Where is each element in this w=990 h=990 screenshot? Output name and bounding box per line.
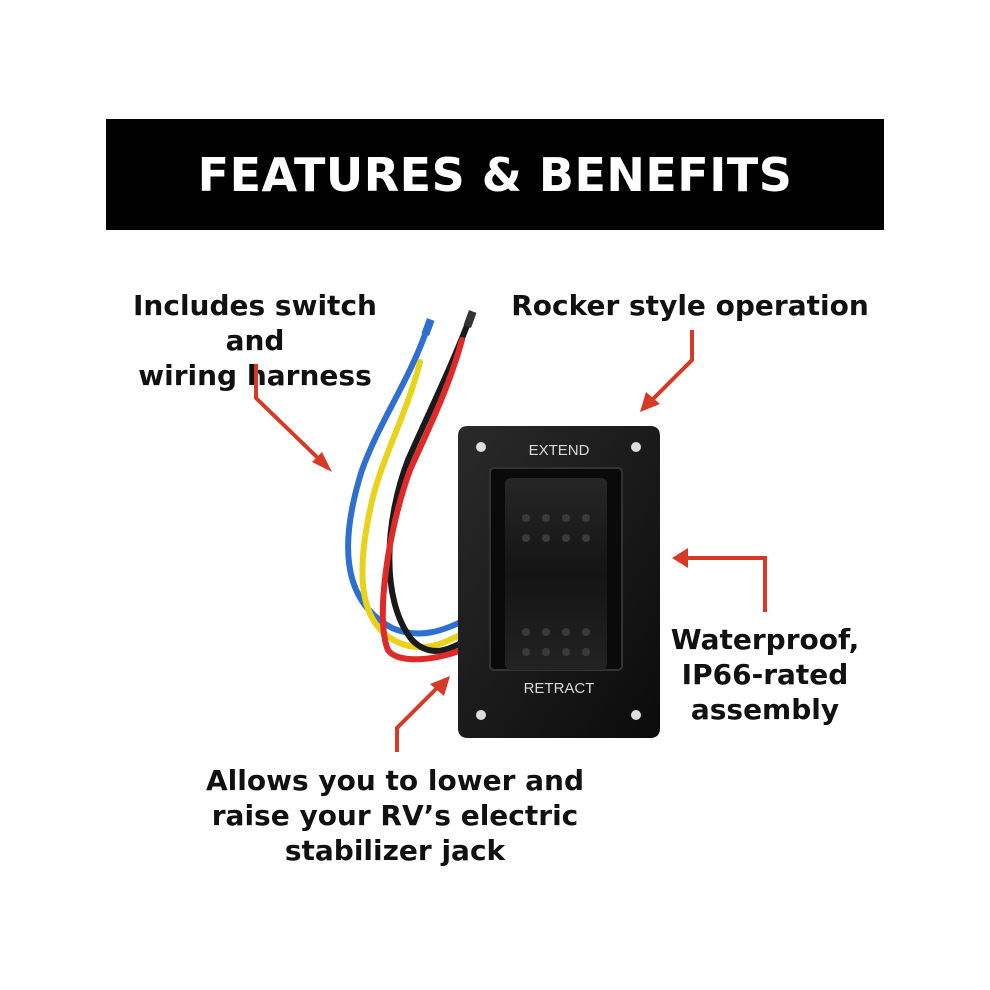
- callout-arrows: [254, 330, 767, 752]
- mounting-hole: [631, 442, 641, 452]
- rocker-switch: EXTEND RETRACT: [458, 426, 660, 738]
- arrow-rocker: [640, 330, 694, 412]
- arrow-harness: [254, 364, 332, 472]
- callout-waterproof: Waterproof, IP66-rated assembly: [665, 622, 865, 727]
- callout-text: Includes switch and: [133, 289, 377, 357]
- wire-yellow: [359, 359, 469, 651]
- arrow-waterproof: [672, 548, 767, 612]
- callout-text: Allows you to lower and: [205, 764, 585, 797]
- callout-text: assembly: [690, 693, 840, 726]
- callout-text: IP66-rated: [681, 658, 849, 691]
- callout-text: stabilizer jack: [284, 834, 506, 867]
- callout-lower-raise: Allows you to lower and raise your RV’s …: [190, 763, 600, 868]
- wire-blue: [345, 323, 468, 637]
- wiring-harness: [345, 310, 477, 663]
- callout-text: Rocker style operation: [511, 289, 869, 322]
- callout-text: raise your RV’s electric: [211, 799, 579, 832]
- callout-rocker-operation: Rocker style operation: [510, 288, 870, 323]
- mounting-hole: [476, 710, 486, 720]
- retract-label: RETRACT: [524, 680, 595, 697]
- arrow-allows: [395, 676, 450, 752]
- callout-text: Waterproof,: [670, 623, 860, 656]
- banner-title: FEATURES & BENEFITS: [197, 147, 793, 202]
- title-banner: FEATURES & BENEFITS: [106, 119, 884, 230]
- wire-red: [379, 337, 469, 663]
- rocker-dots-top: [522, 514, 590, 542]
- mounting-hole: [476, 442, 486, 452]
- wire-black: [386, 315, 473, 654]
- mounting-hole: [631, 710, 641, 720]
- extend-label: EXTEND: [529, 442, 590, 459]
- rocker-dots-bottom: [522, 628, 590, 656]
- rocker-button: [505, 478, 607, 670]
